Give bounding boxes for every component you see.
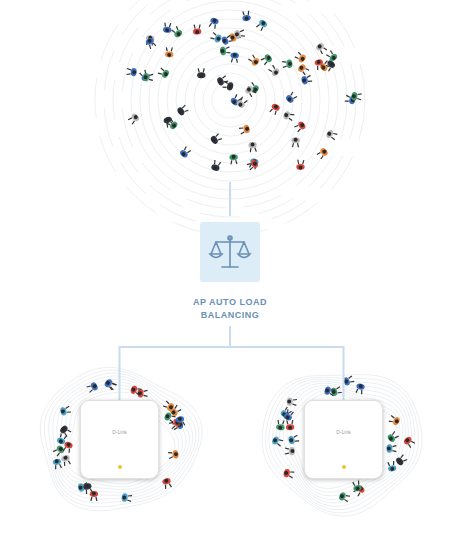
brand-label: D-Link xyxy=(305,429,382,435)
link-line xyxy=(229,182,231,216)
balancer-node: AP AUTO LOAD BALANCING xyxy=(170,222,290,322)
brand-label: D-Link xyxy=(81,429,158,435)
status-led xyxy=(342,465,346,469)
access-point: D-Link xyxy=(80,400,159,479)
balance-icon xyxy=(200,222,260,282)
connector xyxy=(120,326,231,400)
connector xyxy=(230,326,344,400)
access-point: D-Link xyxy=(304,400,383,479)
status-led xyxy=(118,465,122,469)
feature-label: AP AUTO LOAD BALANCING xyxy=(187,296,273,322)
